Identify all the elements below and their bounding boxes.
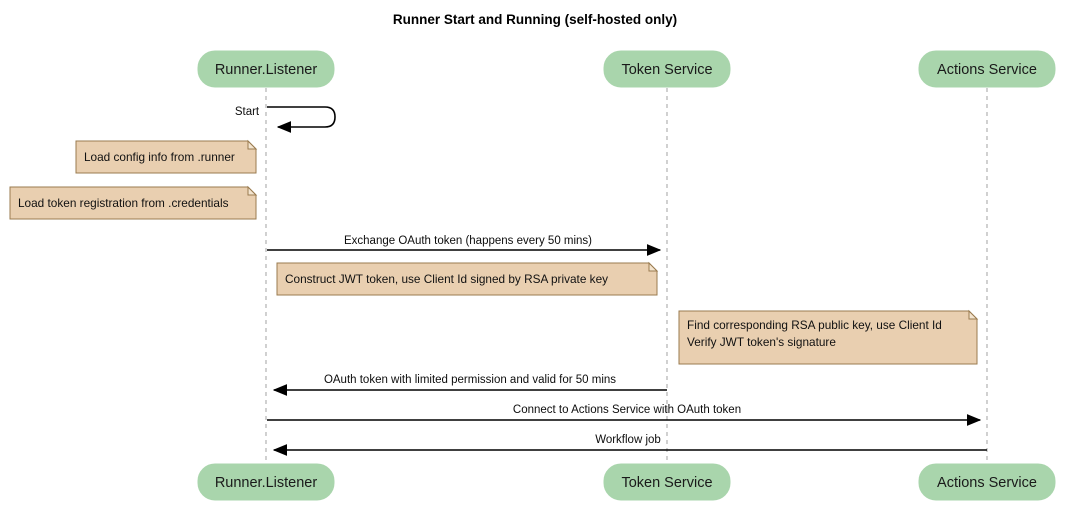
participant-runner-bottom[interactable]: Runner.Listener [197,463,335,501]
participant-label-runner-bottom: Runner.Listener [215,475,318,491]
note-construct-jwt-fold [648,261,659,272]
participant-actions-top[interactable]: Actions Service [918,50,1056,88]
participant-runner-top[interactable]: Runner.Listener [197,50,335,88]
note-load-token: Load token registration from .credential… [9,185,258,220]
note-load-token-body [9,186,257,220]
message-exchange-oauth-label: Exchange OAuth token (happens every 50 m… [344,235,592,247]
participant-box-runner-top[interactable] [197,50,335,88]
note-load-config-text: Load config info from .runner [84,150,235,164]
note-construct-jwt: Construct JWT token, use Client Id signe… [276,261,659,296]
note-verify-jwt-line-1: Find corresponding RSA public key, use C… [687,318,942,332]
message-connect-actions-label: Connect to Actions Service with OAuth to… [513,404,741,416]
participant-box-actions-top[interactable] [918,50,1056,88]
note-construct-jwt-text: Construct JWT token, use Client Id signe… [285,272,608,286]
note-load-config-fold [247,139,258,150]
participant-box-token-top[interactable] [603,50,731,88]
note-verify-jwt-fold [968,309,979,320]
message-oauth-token-return: OAuth token with limited permission and … [272,374,667,396]
participant-token-top[interactable]: Token Service [603,50,731,88]
message-start: Start [235,106,336,133]
participant-label-actions-top: Actions Service [937,62,1037,78]
note-load-token-text: Load token registration from .credential… [18,196,229,210]
note-load-token-fold [247,185,258,196]
participant-label-actions-bottom: Actions Service [937,475,1037,491]
participant-box-token-bottom[interactable] [603,463,731,501]
message-workflow-job-label: Workflow job [595,434,661,446]
note-construct-jwt-body [276,262,658,296]
diagram-title: Runner Start and Running (self-hosted on… [393,12,677,27]
participant-box-actions-bottom[interactable] [918,463,1056,501]
participant-token-bottom[interactable]: Token Service [603,463,731,501]
message-exchange-oauth: Exchange OAuth token (happens every 50 m… [267,235,662,256]
message-workflow-job: Workflow job [272,434,987,456]
note-verify-jwt-line-2: Verify JWT token's signature [687,335,836,349]
participant-box-runner-bottom[interactable] [197,463,335,501]
participant-actions-bottom[interactable]: Actions Service [918,463,1056,501]
message-start-label: Start [235,106,260,118]
participant-label-token-bottom: Token Service [621,475,712,491]
note-load-config-body [75,140,257,174]
participant-label-runner-top: Runner.Listener [215,62,318,78]
message-connect-actions: Connect to Actions Service with OAuth to… [267,404,982,426]
participant-label-token-top: Token Service [621,62,712,78]
message-start-line [267,106,336,133]
note-verify-jwt: Find corresponding RSA public key, use C… [678,309,979,365]
note-verify-jwt-body [678,310,978,365]
message-oauth-token-return-label: OAuth token with limited permission and … [324,374,616,386]
note-load-config: Load config info from .runner [75,139,258,174]
